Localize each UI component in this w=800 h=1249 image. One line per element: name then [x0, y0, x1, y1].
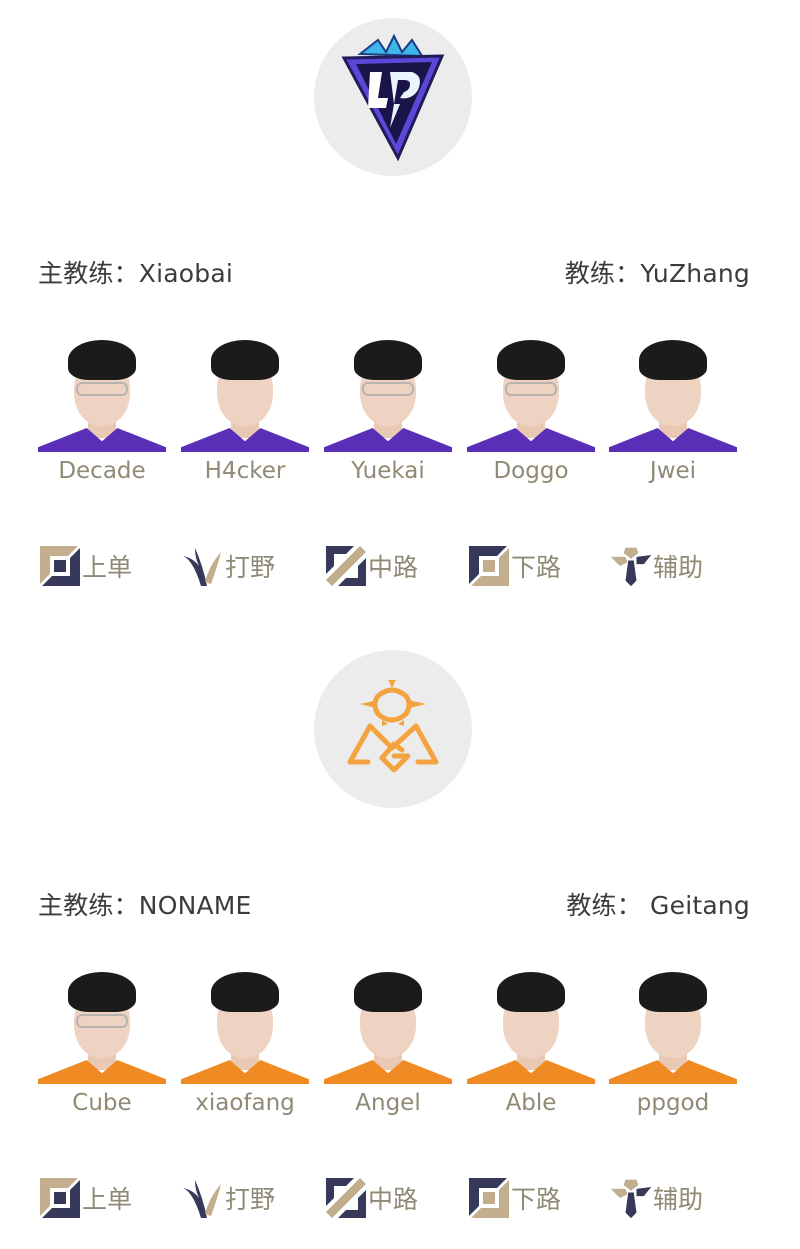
role-label: 中路: [368, 1185, 419, 1214]
role-label: 中路: [368, 553, 419, 582]
player-portrait: [181, 336, 309, 452]
team-logo[interactable]: [314, 650, 472, 808]
player-card[interactable]: Angel: [324, 968, 452, 1116]
player-card[interactable]: Cube: [38, 968, 166, 1116]
jungle-icon: [183, 548, 221, 586]
role-support: 辅助: [609, 1175, 703, 1221]
player-name: Angel: [355, 1090, 421, 1116]
player-name: Jwei: [649, 458, 697, 484]
role-label: 辅助: [653, 1185, 704, 1214]
player-card[interactable]: Yuekai: [324, 336, 452, 484]
player-card[interactable]: H4cker: [181, 336, 309, 484]
top-lane-icon: [40, 1178, 80, 1218]
player-portrait: [609, 968, 737, 1084]
player-name: Able: [505, 1090, 557, 1116]
player-card[interactable]: Decade: [38, 336, 166, 484]
coach: 教练：YuZhang: [564, 259, 750, 288]
player-name: ppgod: [636, 1090, 710, 1116]
role-label: 打野: [225, 553, 276, 582]
role-top: 上单: [38, 543, 132, 589]
player-name: xiaofang: [195, 1090, 295, 1116]
role-jungle: 打野: [181, 1175, 275, 1221]
role-label: 打野: [225, 1185, 276, 1214]
player-roster: Decade H4cker Yuekai Doggo: [38, 336, 750, 496]
coach-row: 主教练：NONAME 教练： Geitang: [38, 886, 750, 926]
up-team-logo-icon: [341, 33, 445, 162]
player-roster: Cube xiaofang Angel Able: [38, 968, 750, 1128]
player-card[interactable]: Jwei: [609, 336, 737, 484]
player-portrait: [38, 336, 166, 452]
player-name: Cube: [72, 1090, 132, 1116]
head-coach: 主教练：NONAME: [38, 891, 252, 920]
support-icon: [610, 1179, 652, 1219]
role-mid: 中路: [324, 543, 418, 589]
role-jungle: 打野: [181, 543, 275, 589]
head-coach: 主教练：Xiaobai: [38, 259, 234, 288]
mid-lane-icon: [326, 1178, 366, 1218]
mid-lane-icon: [326, 546, 366, 586]
top-lane-icon: [40, 546, 80, 586]
player-card[interactable]: Doggo: [467, 336, 595, 484]
player-name: Decade: [58, 458, 146, 484]
support-icon: [610, 547, 652, 587]
role-legend: 上单 打野 中路 下路: [38, 1175, 758, 1221]
jungle-icon: [183, 1180, 221, 1218]
coach-row: 主教练：Xiaobai 教练：YuZhang: [38, 254, 750, 294]
bot-lane-icon: [469, 546, 509, 586]
player-portrait: [467, 968, 595, 1084]
player-portrait: [181, 968, 309, 1084]
coach: 教练： Geitang: [566, 891, 750, 920]
role-bot: 下路: [467, 1175, 561, 1221]
role-bot: 下路: [467, 543, 561, 589]
role-label: 上单: [82, 1185, 133, 1214]
role-label: 辅助: [653, 553, 704, 582]
player-portrait: [609, 336, 737, 452]
player-card[interactable]: Able: [467, 968, 595, 1116]
player-card[interactable]: xiaofang: [181, 968, 309, 1116]
player-portrait: [324, 336, 452, 452]
player-name: Yuekai: [351, 458, 425, 484]
player-name: Doggo: [493, 458, 569, 484]
role-label: 上单: [82, 553, 133, 582]
role-label: 下路: [511, 1185, 562, 1214]
player-name: H4cker: [204, 458, 286, 484]
player-card[interactable]: ppgod: [609, 968, 737, 1116]
role-top: 上单: [38, 1175, 132, 1221]
role-label: 下路: [511, 553, 562, 582]
bot-lane-icon: [469, 1178, 509, 1218]
role-mid: 中路: [324, 1175, 418, 1221]
player-portrait: [324, 968, 452, 1084]
role-support: 辅助: [609, 543, 703, 589]
role-legend: 上单 打野 中路 下路: [38, 543, 758, 589]
team-logo[interactable]: [314, 18, 472, 176]
player-portrait: [467, 336, 595, 452]
omg-team-logo-icon: [347, 680, 439, 773]
player-portrait: [38, 968, 166, 1084]
